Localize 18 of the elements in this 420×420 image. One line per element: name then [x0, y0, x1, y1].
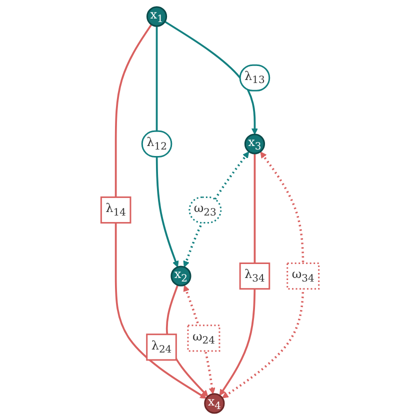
node-circle: x$_{2}$: [170, 266, 192, 286]
edge-label: λ$_{34}$: [244, 267, 265, 284]
edge-label: λ$_{12}$: [146, 134, 167, 152]
node-circle: x$_{1}$: [146, 6, 168, 27]
edge-label: ω$_{23}$: [194, 200, 216, 218]
node-circle: x$_{3}$: [244, 134, 266, 154]
edge-label: λ$_{14}$: [106, 200, 126, 218]
edge-label: λ$_{13}$: [244, 68, 265, 86]
arrow: [222, 152, 304, 398]
arrow: [164, 20, 258, 135]
node-circle: x$_{4}$: [204, 393, 225, 414]
edge-label: ω$_{24}$: [192, 329, 215, 347]
edge-label: ω$_{34}$: [292, 267, 314, 284]
arrow: [183, 152, 250, 268]
arrow: [219, 154, 256, 396]
arrow: [156, 26, 179, 268]
edge-label: λ$_{24}$: [151, 338, 172, 356]
arrow: [114, 24, 207, 399]
